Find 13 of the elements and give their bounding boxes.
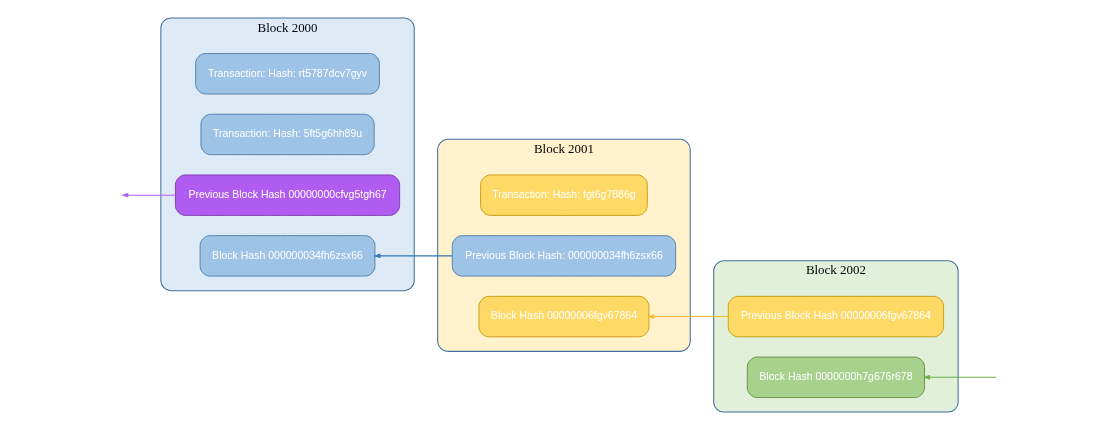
arrow	[923, 374, 997, 380]
node-box: Previous Block Hash 00000006fgv67864	[727, 295, 944, 338]
node-box: Transaction: Hash: 5ft5g6hh89u	[200, 113, 375, 156]
arrow	[373, 253, 453, 259]
node-box: Block Hash 000000034fh6zsx66	[199, 235, 376, 277]
node-box: Previous Block Hash 00000000cfvg5tgh67	[175, 174, 401, 216]
node-box: Transaction: Hash: rt5787dcv7gyv	[195, 53, 380, 95]
node-box: Block Hash 00000006fgv67864	[478, 295, 650, 338]
node-box: Transaction: Hash: fgt6g7886g	[480, 174, 648, 216]
arrow	[647, 314, 729, 319]
arrow	[121, 192, 176, 198]
node-box: Previous Block Hash: 000000034fh6zsx66	[451, 235, 677, 277]
node-box: Block Hash 0000000h7g676r678	[746, 356, 925, 398]
